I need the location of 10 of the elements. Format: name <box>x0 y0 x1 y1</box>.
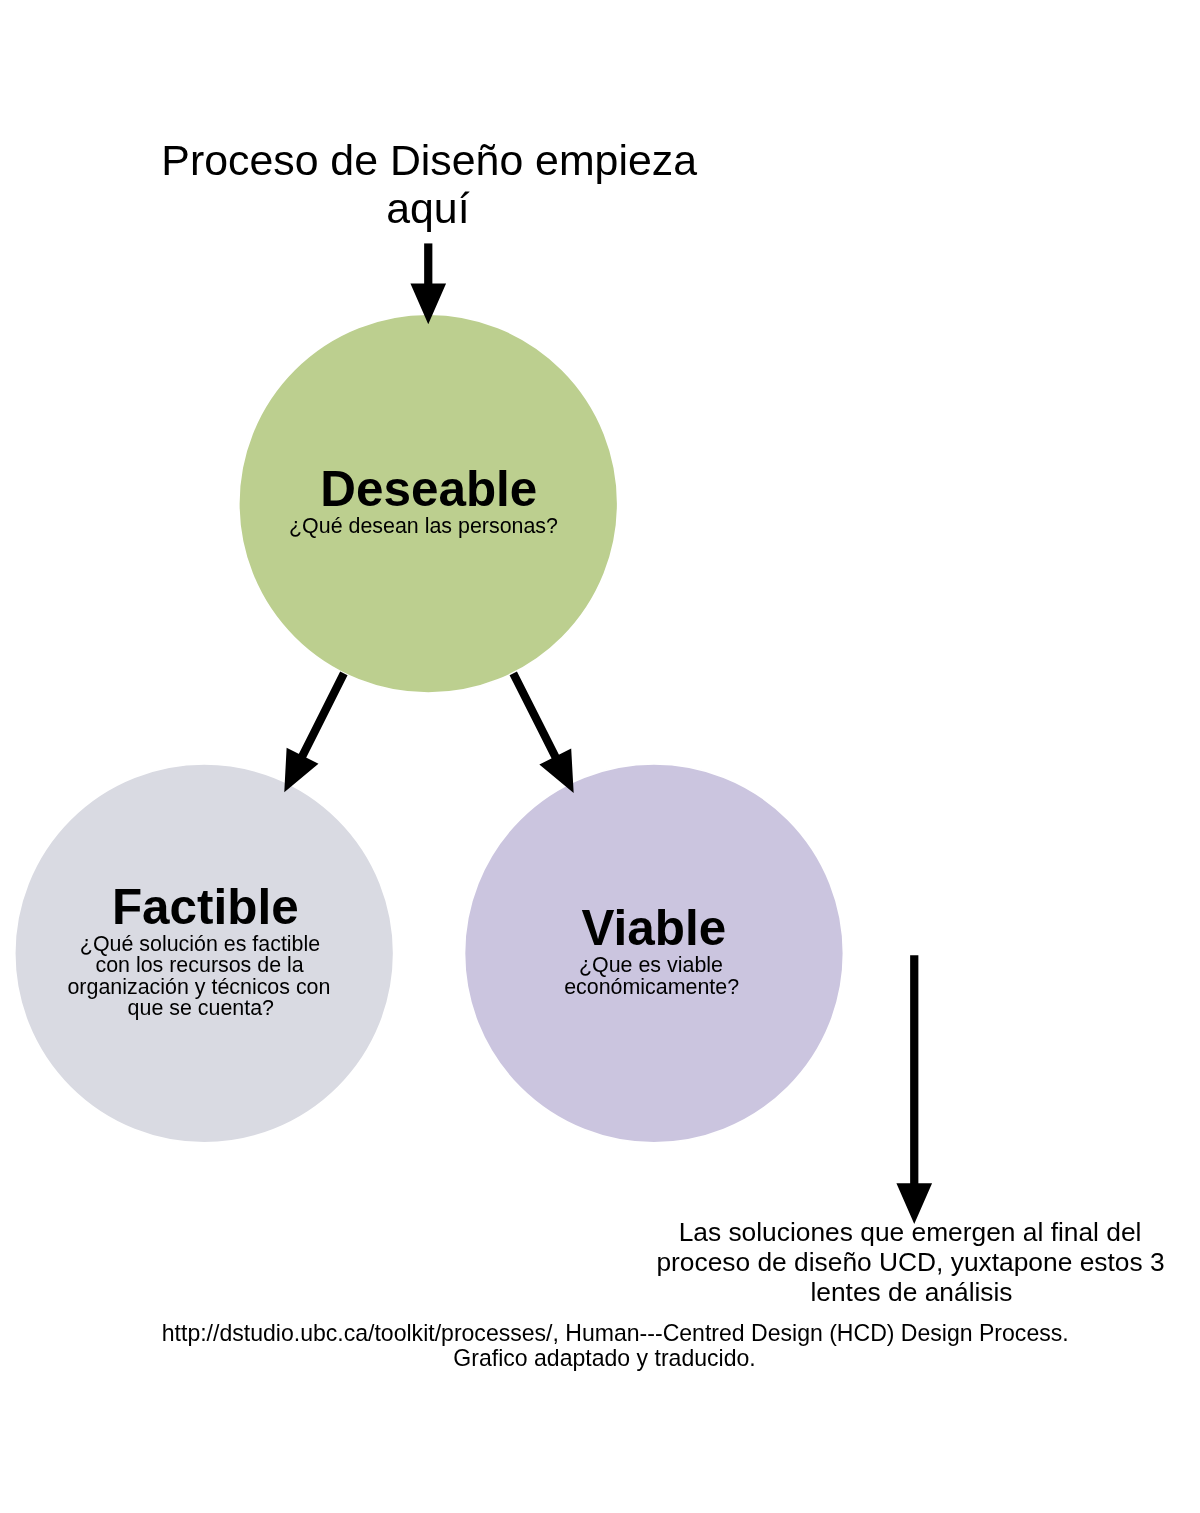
caption: http://dstudio.ubc.ca/toolkit/processes/, Human---Centred Design (HCD) Design Process. Grafico adaptado y traducido. <box>161 1319 1069 1371</box>
arrow <box>509 671 574 793</box>
node-circle: Deseable ¿Qué desean las personas? <box>237 313 619 694</box>
arrow <box>410 243 447 325</box>
node-circle: Viable ¿Que es viable económicamente? <box>463 763 845 1144</box>
node-text: Proceso de Diseño empieza aquí <box>161 136 698 233</box>
arrow <box>284 671 348 793</box>
arrow <box>896 955 933 1224</box>
node-circle: Factible ¿Qué solución es factible con los recursos de la organización y técnicos con que se cuenta? <box>13 763 395 1144</box>
node-text: Las soluciones que emergen al final del proceso de diseño UCD, yuxtapone estos 3 lentes de análisis <box>656 1217 1165 1307</box>
